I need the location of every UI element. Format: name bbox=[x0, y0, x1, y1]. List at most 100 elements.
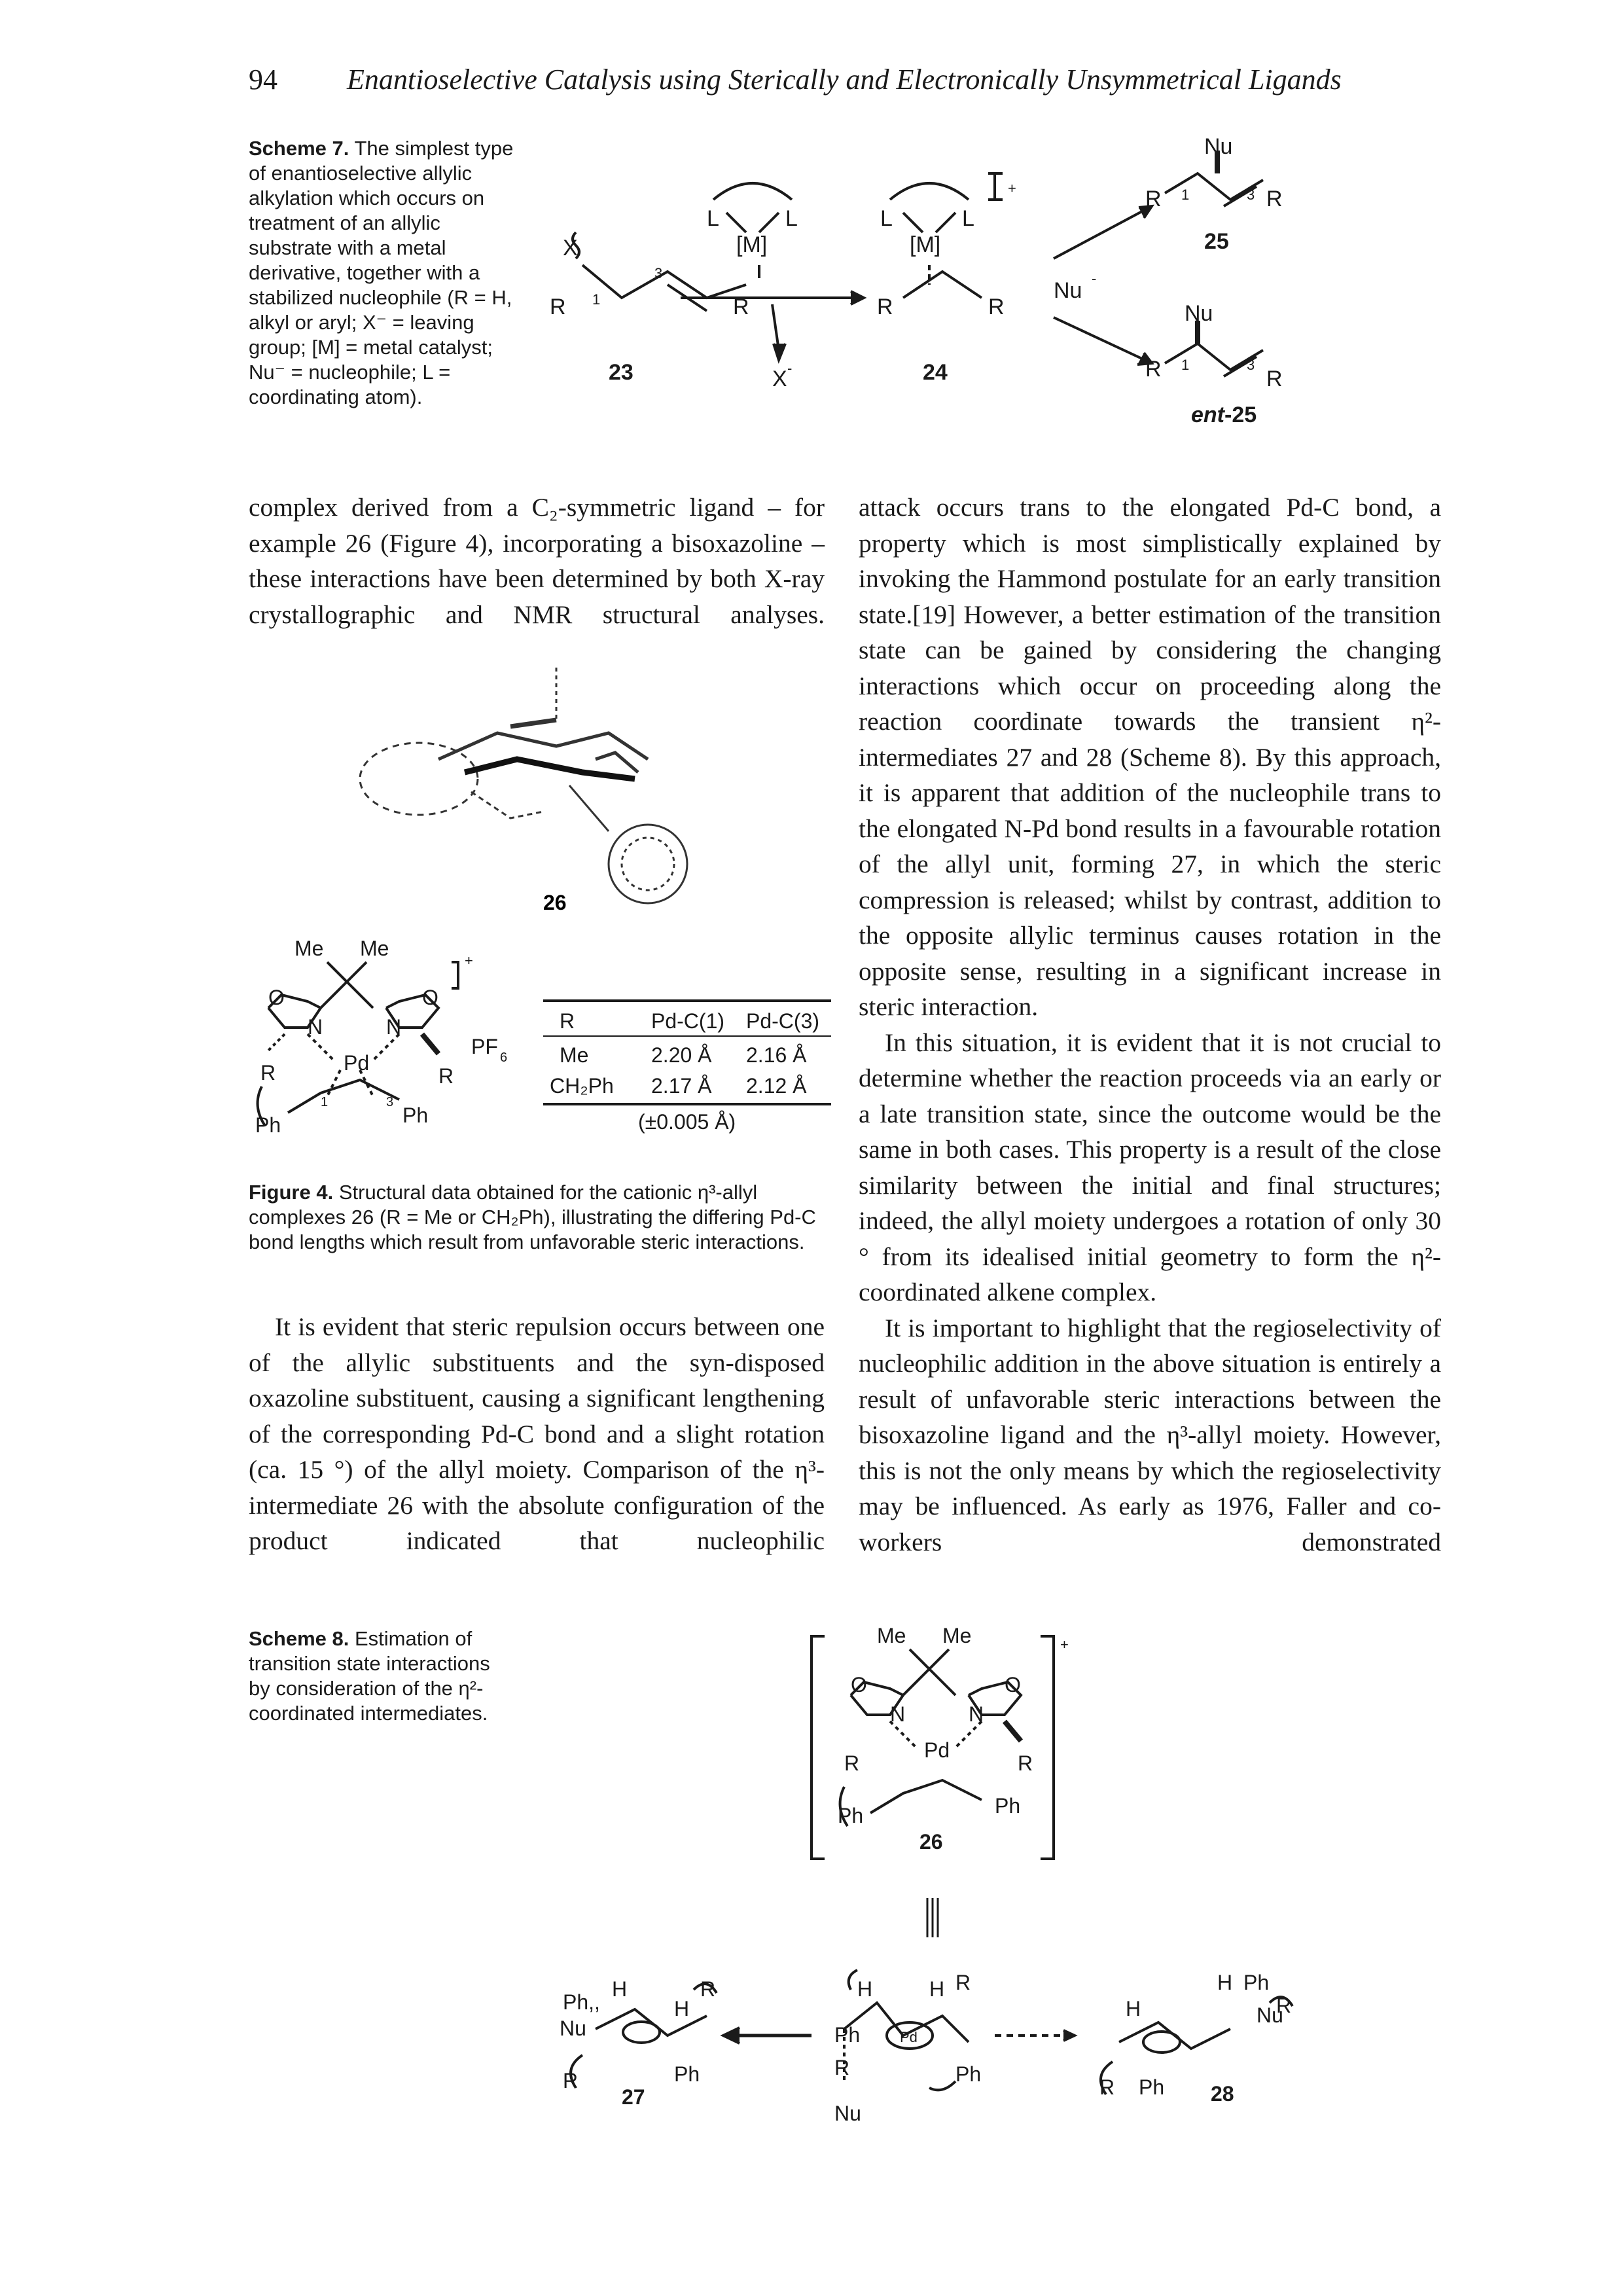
s7-compound-24: 24 bbox=[923, 360, 948, 385]
s8-28-Ph: Ph bbox=[1139, 2075, 1164, 2099]
s8-mid-Ph-left: Ph bbox=[834, 2023, 860, 2047]
fig4-Pd: Pd bbox=[344, 1051, 369, 1075]
figure4-caption-label: Figure 4. bbox=[249, 1181, 334, 1204]
s7-ent25-R-left: R bbox=[1145, 357, 1162, 382]
s7-compound-25: 25 bbox=[1204, 229, 1229, 254]
s8-28-H: H bbox=[1126, 1997, 1141, 2020]
table-row2-pdc1: 2.17 Å bbox=[651, 1074, 712, 1098]
s8-charge: + bbox=[1060, 1636, 1069, 1653]
right-paragraph-1: attack occurs trans to the elongated Pd-… bbox=[859, 493, 1441, 1021]
s8-28-H-top: H bbox=[1217, 1971, 1232, 1994]
table-header-pdc1: Pd-C(1) bbox=[651, 1009, 724, 1033]
s7-ent25-R-right: R bbox=[1266, 367, 1283, 391]
s8-27-H: H bbox=[674, 1997, 689, 2020]
left-column-paragraph-2: It is evident that steric repulsion occu… bbox=[249, 1312, 825, 1555]
s8-N-left: N bbox=[890, 1702, 905, 1726]
s7-nucleophile-charge: - bbox=[1092, 270, 1096, 287]
right-paragraph-2: In this situation, it is evident that it… bbox=[859, 1028, 1441, 1307]
s7-R-right: R bbox=[733, 295, 749, 319]
s7-L-right: L bbox=[785, 206, 798, 231]
s8-compound-27: 27 bbox=[622, 2085, 645, 2109]
s7-25-R-left: R bbox=[1145, 187, 1162, 211]
fig4-O-left: O bbox=[268, 986, 285, 1009]
figure4-crystal-structure: 26 bbox=[359, 668, 688, 914]
s8-mid-Ph-right: Ph bbox=[955, 2062, 981, 2086]
s7-24-L-right: L bbox=[962, 206, 974, 231]
s8-mid-R-right: R bbox=[955, 1971, 971, 1994]
s8-27-R-right: R bbox=[700, 1977, 715, 2001]
s7-24-R-right: R bbox=[988, 295, 1005, 319]
fig4-Me-right: Me bbox=[360, 937, 389, 960]
scheme7-caption-label: Scheme 7. bbox=[249, 137, 349, 160]
s8-R-right: R bbox=[1018, 1751, 1033, 1775]
s8-mid-Nu: Nu bbox=[834, 2102, 861, 2125]
running-title: Enantioselective Catalysis using Sterica… bbox=[347, 63, 1342, 96]
s7-locant-1: 1 bbox=[592, 291, 600, 308]
fig4-Me-left: Me bbox=[294, 937, 323, 960]
s8-27-Ph-right: Ph bbox=[674, 2062, 700, 2086]
s8-Me-right: Me bbox=[942, 1624, 971, 1647]
s7-25-locant-1: 1 bbox=[1181, 187, 1189, 203]
fig4-Ph-right: Ph bbox=[402, 1103, 428, 1127]
s8-28-Ph-top: Ph bbox=[1243, 1971, 1269, 1994]
s8-compound-28: 28 bbox=[1211, 2082, 1234, 2106]
s7-ent-prefix: ent bbox=[1191, 403, 1226, 427]
s8-N-right: N bbox=[969, 1702, 984, 1726]
s7-25-Nu: Nu bbox=[1204, 134, 1232, 159]
s8-mid-Pd: Pd bbox=[900, 2029, 918, 2045]
scheme7-figure: X R 1 3 R L L [M] 23 X - R R L L [M] + 2… bbox=[550, 134, 1283, 427]
s8-Ph-right: Ph bbox=[995, 1794, 1020, 1818]
s7-ent25-locant-1: 1 bbox=[1181, 357, 1189, 373]
s7-25-R-right: R bbox=[1266, 187, 1283, 211]
s7-nucleophile: Nu bbox=[1054, 278, 1082, 303]
s8-28-Nu: Nu bbox=[1257, 2003, 1283, 2027]
s8-mid-R-left: R bbox=[834, 2056, 849, 2079]
scheme8-caption-label: Scheme 8. bbox=[249, 1627, 349, 1650]
table-header-r: R bbox=[560, 1009, 575, 1033]
fig4-N-right: N bbox=[386, 1015, 401, 1039]
fig4-O-right: O bbox=[422, 986, 438, 1009]
s7-24-metal: [M] bbox=[910, 232, 940, 257]
s8-O-right: O bbox=[1005, 1673, 1021, 1696]
s8-27-Nu: Nu bbox=[560, 2017, 586, 2040]
s7-ent25-locant-3: 3 bbox=[1247, 357, 1255, 373]
s7-24-charge: + bbox=[1008, 180, 1016, 196]
s8-compound-26: 26 bbox=[919, 1830, 943, 1854]
s8-Ph-left: Ph bbox=[838, 1804, 863, 1827]
scheme8-figure: Me Me O O N N Pd R R Ph Ph + 26 H H R Ph… bbox=[560, 1624, 1294, 2125]
s8-28-R-right: R bbox=[1276, 1994, 1291, 2017]
s8-R-left: R bbox=[844, 1751, 859, 1775]
s7-metal: [M] bbox=[736, 232, 767, 257]
scheme7-caption-text: The simplest type of enantioselective al… bbox=[249, 137, 514, 408]
s7-ent-number: -25 bbox=[1224, 403, 1257, 427]
figure4-complex-structure: Me Me O O N N Pd R R Ph Ph 1 3 PF 6 + bbox=[255, 937, 507, 1137]
figure4-bond-table: R Pd-C(1) Pd-C(3) Me 2.20 Å 2.16 Å CH₂Ph… bbox=[543, 999, 831, 1134]
fig4-counterion-sub: 6 bbox=[500, 1050, 507, 1065]
left-column-paragraph-1: complex derived from a C₂-symmetric liga… bbox=[249, 493, 825, 629]
s8-27-Ph: Ph,, bbox=[563, 1990, 600, 2014]
fig4-locant-1: 1 bbox=[321, 1095, 328, 1109]
s8-28-R-left: R bbox=[1099, 2075, 1115, 2099]
s7-L-left: L bbox=[707, 206, 719, 231]
fig4-charge: + bbox=[465, 952, 473, 969]
right-paragraph-3: It is important to highlight that the re… bbox=[859, 1313, 1441, 1556]
s7-25-locant-3: 3 bbox=[1247, 187, 1255, 203]
s7-compound-ent25: ent-25 bbox=[1191, 403, 1257, 427]
scheme8-caption-text: Estimation of transition state interacti… bbox=[249, 1627, 490, 1725]
s7-locant-3: 3 bbox=[654, 265, 662, 281]
fig4-locant-3: 3 bbox=[386, 1095, 393, 1109]
s8-O-left: O bbox=[851, 1673, 867, 1696]
fig4-Ph-left: Ph bbox=[255, 1113, 281, 1137]
table-header-pdc3: Pd-C(3) bbox=[746, 1009, 819, 1033]
s7-24-R-left: R bbox=[877, 295, 893, 319]
scheme7-caption: Scheme 7. The simplest type of enantiose… bbox=[249, 136, 524, 410]
fig4-N-left: N bbox=[308, 1015, 323, 1039]
table-row1-r: Me bbox=[560, 1043, 588, 1067]
s8-mid-H-right: H bbox=[929, 1977, 944, 2001]
s7-compound-23: 23 bbox=[609, 360, 633, 385]
table-row1-pdc3: 2.16 Å bbox=[746, 1043, 807, 1067]
page-number: 94 bbox=[249, 63, 277, 96]
s7-24-L-left: L bbox=[880, 206, 893, 231]
table-row1-pdc1: 2.20 Å bbox=[651, 1043, 712, 1067]
right-column: attack occurs trans to the elongated Pd-… bbox=[859, 490, 1441, 1560]
